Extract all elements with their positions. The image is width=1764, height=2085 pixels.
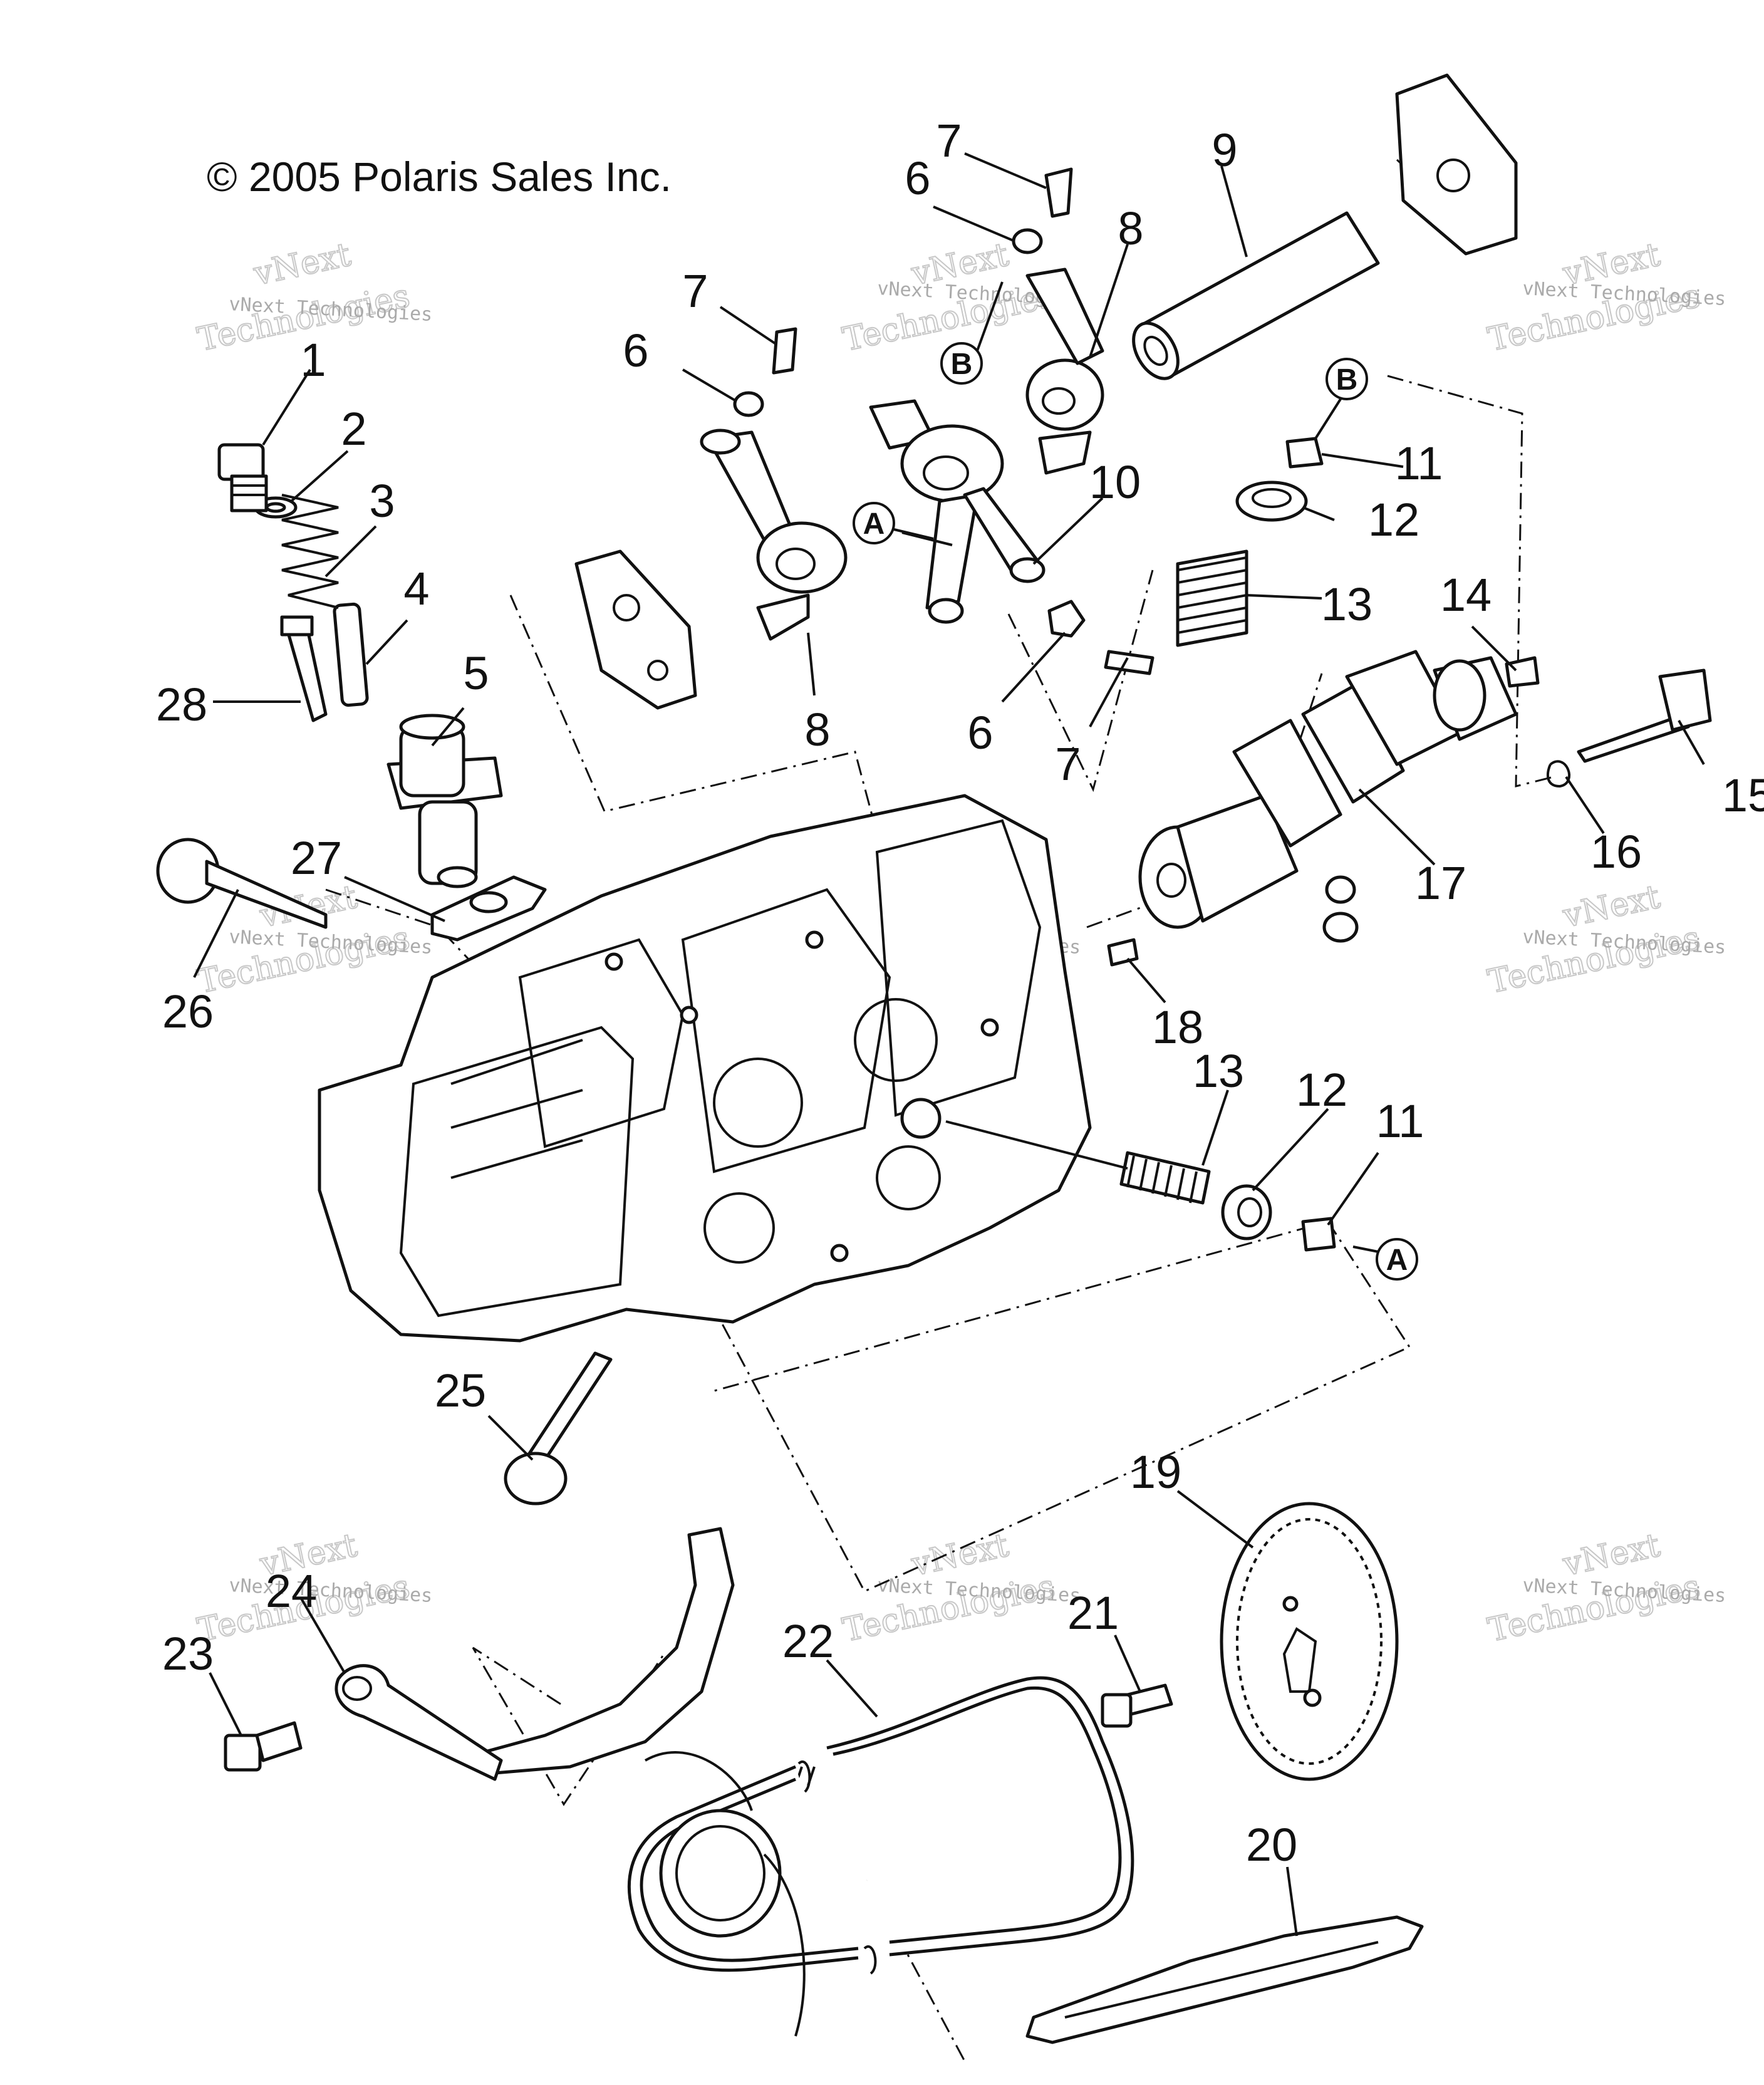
chain-tensioner <box>387 714 503 888</box>
callout-11-lower: 11 <box>1376 1095 1424 1147</box>
marker-b-left: B <box>940 281 1004 385</box>
callout-17: 17 <box>1415 857 1466 909</box>
plug-bolt-1 <box>217 443 268 512</box>
adjuster-screw-7-left <box>772 327 797 375</box>
nut-6-top <box>1012 228 1043 254</box>
valve-keeper-11-top <box>1285 437 1324 469</box>
watermark-mid-right: vNext Technologies vNext Technologies <box>1484 878 1726 1002</box>
watermark-line1: vNext <box>250 236 354 293</box>
nut-6-left <box>733 391 764 417</box>
callout-8-top: 8 <box>1118 202 1143 254</box>
marker-a-upper: A <box>853 502 934 544</box>
watermark-bottom-right: vNext Technologies vNext Technologies <box>1484 1526 1726 1650</box>
exhaust-valve-25 <box>504 1351 613 1505</box>
callout-6-left: 6 <box>623 325 648 377</box>
watermark-bottom-center: vNext Technologies vNext Technologies <box>839 1526 1081 1650</box>
nut-6-mid <box>1047 600 1086 638</box>
callout-16: 16 <box>1590 826 1642 878</box>
shaft-bracket <box>1395 73 1518 256</box>
spring-retainer-12-top <box>1235 481 1308 522</box>
valve-spring-13-lower <box>1119 1151 1211 1205</box>
rocker-arm-right <box>1025 268 1104 475</box>
rocker-bracket <box>574 549 697 710</box>
callout-27: 27 <box>291 832 342 884</box>
leader-lines <box>193 152 1705 1937</box>
callout-5: 5 <box>463 647 489 699</box>
watermark-line1: vNext <box>908 1527 1012 1584</box>
callout-4: 4 <box>403 563 429 615</box>
callout-7-top: 7 <box>936 115 962 167</box>
callout-12-top: 12 <box>1368 494 1419 546</box>
rocker-arm-center <box>869 399 1045 624</box>
spring-3 <box>281 494 339 609</box>
callout-11-top: 11 <box>1395 437 1443 489</box>
rocker-shaft-9 <box>1132 211 1380 380</box>
callout-26: 26 <box>162 985 214 1037</box>
dowel-pin-18 <box>1107 938 1139 967</box>
cam-nut <box>1322 875 1359 943</box>
copyright-notice: © 2005 Polaris Sales Inc. <box>207 153 672 200</box>
watermark-top-right: vNext Technologies vNext Technologies <box>1484 236 1726 360</box>
callout-28: 28 <box>156 679 207 731</box>
camshaft-17 <box>1138 650 1518 929</box>
callout-8-hidden: 8 <box>795 710 821 762</box>
callout-8-mid: 8 <box>804 704 830 756</box>
crank-sprocket <box>645 1751 806 2037</box>
chain-guide-24 <box>335 1527 735 1781</box>
bolt-21 <box>1101 1683 1173 1728</box>
bolt-28 <box>280 615 328 722</box>
marker-a-lower: A <box>1376 1238 1418 1281</box>
marker-b-right: B <box>1314 358 1368 440</box>
callout-23: 23 <box>162 1628 214 1680</box>
marker-a-label: A <box>863 507 885 541</box>
valve-spring-13-top <box>1176 549 1248 647</box>
callout-10: 10 <box>1089 456 1141 508</box>
marker-b-label: B <box>951 348 973 381</box>
watermark-line1: vNext <box>1559 878 1663 935</box>
cylinder-head <box>318 794 1092 1343</box>
adjuster-screw-7-mid <box>1104 650 1154 675</box>
dowel-pin-14 <box>1505 656 1540 688</box>
callout-25: 25 <box>435 1365 486 1417</box>
chain-guide-20 <box>1025 1915 1424 2044</box>
callout-labels: 1 2 3 4 5 6 6 6 7 7 7 8 8 8 9 10 11 11 1… <box>156 115 1764 1871</box>
watermark-line1: vNext <box>1559 1527 1663 1584</box>
callout-2: 2 <box>341 403 366 455</box>
callout-24: 24 <box>266 1565 317 1617</box>
rocker-arm-left <box>700 429 848 641</box>
callout-18: 18 <box>1152 1001 1203 1053</box>
callout-21: 21 <box>1067 1587 1119 1639</box>
valve-stem-lower <box>945 1120 1128 1170</box>
valve-keeper-11-lower <box>1301 1217 1336 1252</box>
pin-4 <box>333 602 369 707</box>
callout-7-left: 7 <box>682 265 708 317</box>
callout-20: 20 <box>1246 1819 1297 1871</box>
adjuster-screw-7-top <box>1044 167 1073 218</box>
callout-13-top: 13 <box>1321 578 1372 630</box>
callout-6-mid: 6 <box>967 707 993 759</box>
cam-sprocket-19 <box>1220 1502 1399 1781</box>
marker-b-label: B <box>1336 363 1358 397</box>
callout-9: 9 <box>1211 124 1237 176</box>
gasket-27 <box>430 875 547 942</box>
spring-clip-16 <box>1546 760 1571 788</box>
callout-7-mid: 7 <box>1055 738 1081 790</box>
callout-3: 3 <box>369 475 395 527</box>
callout-15: 15 <box>1722 769 1764 821</box>
callout-12-lower: 12 <box>1296 1064 1347 1116</box>
callout-13-lower: 13 <box>1193 1045 1244 1097</box>
marker-a-label: A <box>1386 1244 1408 1277</box>
callout-22: 22 <box>782 1615 834 1667</box>
pivot-bolt-23 <box>224 1721 303 1772</box>
callout-1: 1 <box>300 334 326 386</box>
intake-valve <box>156 838 328 929</box>
callout-19: 19 <box>1130 1446 1181 1498</box>
spring-retainer-12-lower <box>1221 1184 1272 1240</box>
watermark-mid-left: vNext Technologies vNext Technologies <box>194 878 433 1002</box>
decompression-shaft-15 <box>1577 668 1712 763</box>
callout-6-top: 6 <box>905 152 930 204</box>
callout-14: 14 <box>1440 569 1492 621</box>
